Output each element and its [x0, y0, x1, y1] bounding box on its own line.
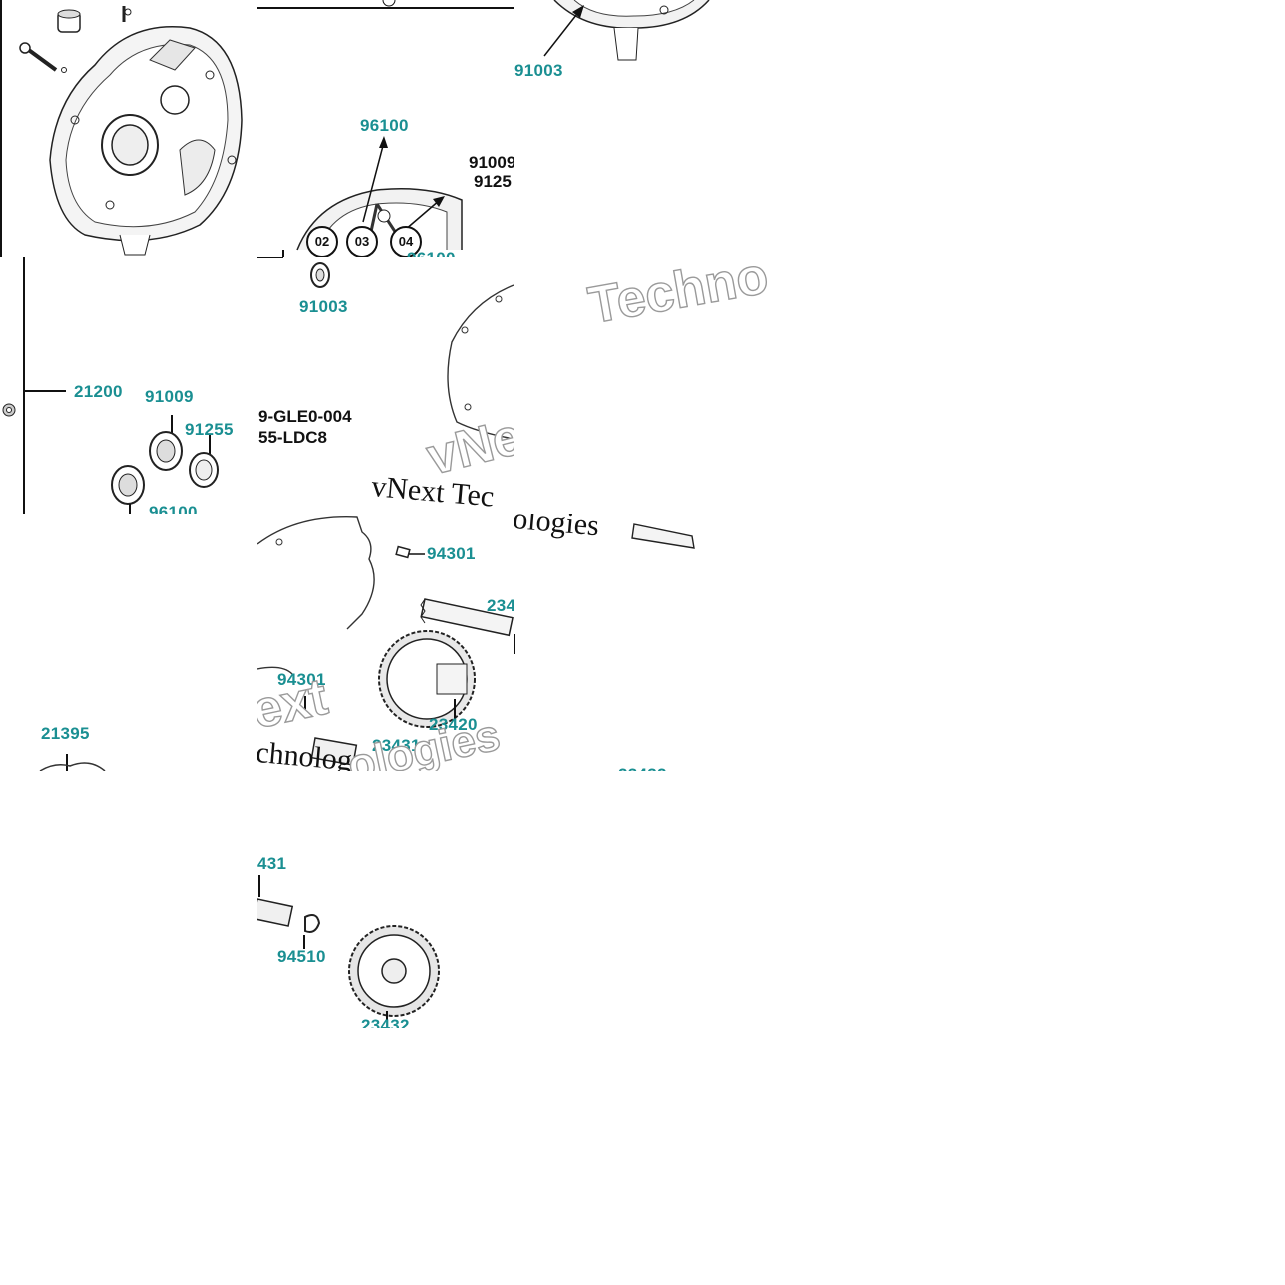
part-number-label: 431: [257, 854, 287, 873]
part-number-label: 23420: [429, 715, 478, 734]
gear-23432-drawing: [257, 875, 440, 1021]
part-number-label: 94301: [427, 544, 476, 563]
part-number-label: 9125: [474, 172, 512, 191]
part-number-label: 96100: [407, 249, 456, 257]
watermark-text: Techno: [583, 257, 771, 336]
cover-fragment-drawing: [543, 0, 710, 61]
part-number-label: 91003: [514, 61, 563, 80]
spec-code: 9-GLE0-004: [258, 407, 352, 426]
callout-02: 02: [306, 226, 338, 257]
crankcase-cover-drawing: [0, 0, 243, 257]
part-number-label: 23431: [372, 736, 421, 755]
part-number-label: 21200: [74, 382, 123, 401]
callout-03: 03: [346, 226, 378, 257]
part-number-label: 91009: [145, 387, 194, 406]
tile-watermark: Techno: [514, 257, 771, 514]
part-number-label: 96100: [149, 503, 198, 514]
part-number-label: 96100: [360, 116, 409, 135]
callout-04: 04: [390, 226, 422, 257]
part-number-label: 21395: [41, 724, 90, 743]
part-number-label: 91009: [469, 153, 514, 172]
tile-gasket-codes: 91003 9-GLE0-004 55-LDC8 vNext Tec vNe: [257, 257, 514, 514]
tile-gear-23432: 431 94510 23432: [257, 771, 514, 1028]
tile-crankcase-cover: [0, 0, 257, 257]
part-number-label: 94510: [277, 947, 326, 966]
part-number-label: 23432: [361, 1016, 410, 1028]
shaft-fragment-drawing: [514, 523, 695, 654]
tile-gears-shafts: 94301 234 94301 23420 23431 chnolog ext …: [257, 514, 514, 771]
part-number-label: 91255: [185, 420, 234, 439]
part-number-label: 23432: [618, 765, 667, 771]
tile-gasket-21395: 21395: [0, 514, 257, 771]
gasket-drawing: [257, 257, 514, 440]
tile-cover-top-right: 91003: [514, 0, 771, 257]
bearings-drawing: [2, 257, 219, 514]
part-number-label: 94301: [277, 670, 326, 689]
tile-bearings: 21200 91009 91255 96100: [0, 257, 257, 514]
part-number-label: 91003: [299, 297, 348, 316]
spec-code: 55-LDC8: [258, 428, 327, 447]
gasket-21395-drawing: [39, 754, 106, 771]
tile-shaft-fragment: ologies 23432: [514, 514, 771, 771]
part-number-label: 234: [487, 596, 514, 615]
tile-cover-callouts: 96100 91009 9125 02 03 04 96100: [257, 0, 514, 257]
gears-drawing: [257, 516, 514, 766]
